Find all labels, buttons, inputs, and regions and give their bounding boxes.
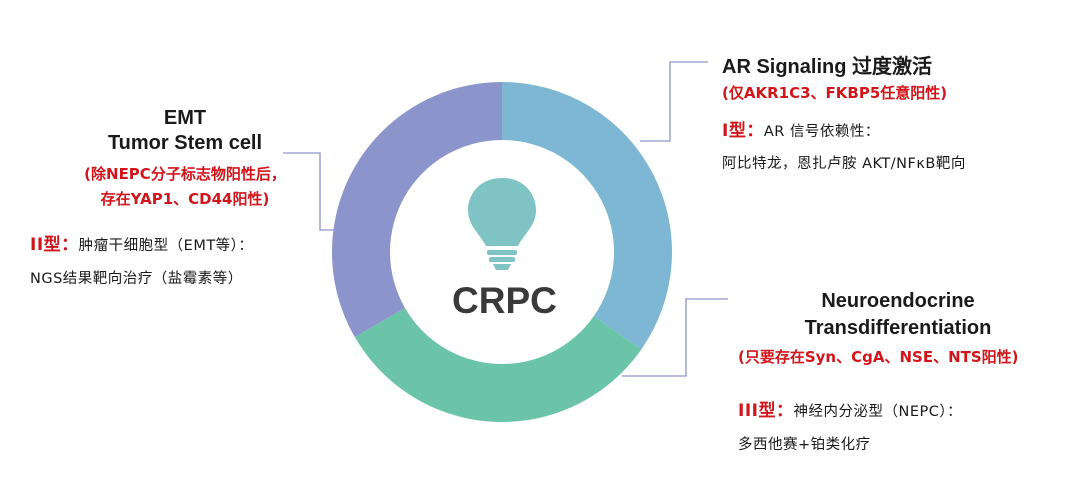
type-1-title-en: AR Signaling	[722, 56, 847, 78]
type-2-desc-row: II型：肿瘤干细胞型（EMT等）：	[30, 230, 253, 255]
type-1-desc-row: I型：AR 信号依赖性：	[722, 116, 880, 141]
type-2-desc: 肿瘤干细胞型（EMT等）：	[78, 238, 254, 254]
type-1-marker: (仅AKR1C3、FKBP5任意阳性)	[722, 84, 948, 102]
type-2-title-line2: Tumor Stem cell	[107, 132, 263, 154]
type-3-title-line2: Transdifferentiation	[804, 317, 992, 339]
type-3-desc: 神经内分泌型（NEPC）：	[793, 404, 963, 420]
type-1-treatment: 阿比特龙，恩扎卢胺 AKT/NFκB靶向	[722, 156, 966, 172]
connector-line-type-3	[622, 298, 728, 377]
type-2-label: II型：	[30, 235, 79, 255]
type-2-title-line1: EMT	[163, 107, 207, 129]
type-2-title: EMT Tumor Stem cell	[60, 106, 310, 156]
type-3-title: Neuroendocrine Transdifferentiation	[768, 288, 1028, 342]
type-1-desc: AR 信号依赖性：	[763, 124, 880, 140]
type-3-treatment: 多西他赛+铂类化疗	[738, 437, 871, 453]
type-2-marker-line2: 存在YAP1、CD44阳性)	[100, 190, 270, 208]
type-1-title-cn: 过度激活	[846, 56, 933, 78]
type-2-marker-line1: (除NEPC分子标志物阳性后，	[84, 165, 286, 183]
center-label: CRPC	[452, 280, 557, 321]
type-3-desc-row: III型：神经内分泌型（NEPC）：	[738, 396, 962, 421]
type-3-title-line1: Neuroendocrine	[821, 290, 975, 312]
type-1-title: AR Signaling 过度激活	[722, 50, 932, 79]
type-3-marker: (只要存在Syn、CgA、NSE、NTS阳性)	[738, 348, 1019, 366]
ring-segment-type-1	[502, 82, 672, 350]
lightbulb-icon	[468, 178, 536, 270]
type-3-label: III型：	[738, 401, 794, 421]
connector-line-type-2	[283, 152, 360, 231]
type-1-label: I型：	[722, 121, 764, 141]
connector-line-type-1	[640, 61, 708, 142]
type-2-marker: (除NEPC分子标志物阳性后， 存在YAP1、CD44阳性)	[40, 162, 330, 212]
type-2-treatment: NGS结果靶向治疗（盐霉素等）	[30, 271, 243, 287]
ring-segment-type-2	[332, 82, 502, 337]
ring-segment-type-3	[354, 308, 642, 422]
